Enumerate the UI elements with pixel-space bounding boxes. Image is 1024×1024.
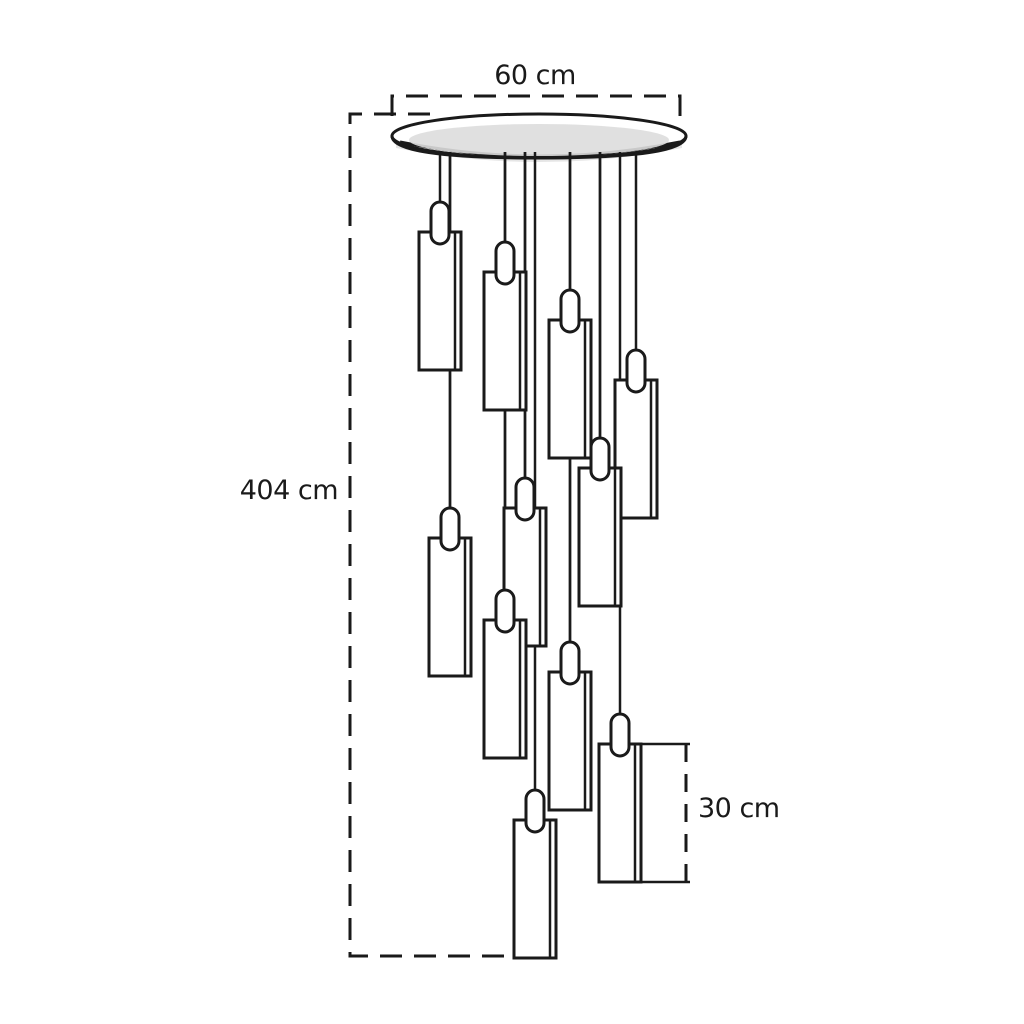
ceiling-canopy: [390, 112, 688, 162]
pendant-light: [482, 240, 528, 412]
pendant-socket: [559, 288, 581, 334]
pendant-socket: [589, 436, 611, 482]
height-dimension-line: [348, 112, 520, 958]
width-label: 60 cm: [494, 60, 576, 91]
pendant-light: [547, 288, 593, 460]
width-dimension-line: [390, 94, 682, 116]
pendant-socket: [524, 788, 546, 834]
height-dimension: 404 cm: [240, 112, 520, 958]
pendant-light: [547, 640, 593, 812]
width-dimension: 60 cm: [390, 60, 682, 116]
pendant-group: [417, 152, 659, 960]
pendant-light: [482, 588, 528, 760]
pendant-light: [577, 436, 623, 608]
pendant-socket: [559, 640, 581, 686]
pendant-socket: [609, 712, 631, 758]
pendant-light: [417, 200, 463, 372]
pendant-socket: [625, 348, 647, 394]
shade-dimension: 30 cm: [640, 742, 780, 884]
pendant-light: [597, 712, 643, 884]
pendant-socket: [514, 476, 536, 522]
height-label: 404 cm: [240, 475, 338, 506]
shade-label: 30 cm: [698, 793, 780, 824]
pendant-socket: [439, 506, 461, 552]
pendant-light: [512, 788, 558, 960]
pendant-socket: [494, 240, 516, 286]
pendant-socket: [429, 200, 451, 246]
pendant-socket: [494, 588, 516, 634]
pendant-light: [427, 506, 473, 678]
